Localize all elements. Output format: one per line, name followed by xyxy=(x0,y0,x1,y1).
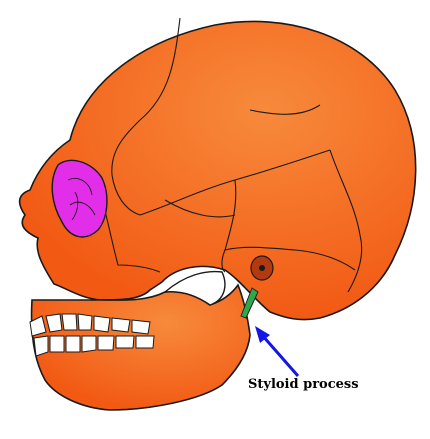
ear-canal-center xyxy=(259,265,265,271)
label-arrow-shaft xyxy=(262,335,298,376)
styloid-process-label: Styloid process xyxy=(248,377,359,392)
